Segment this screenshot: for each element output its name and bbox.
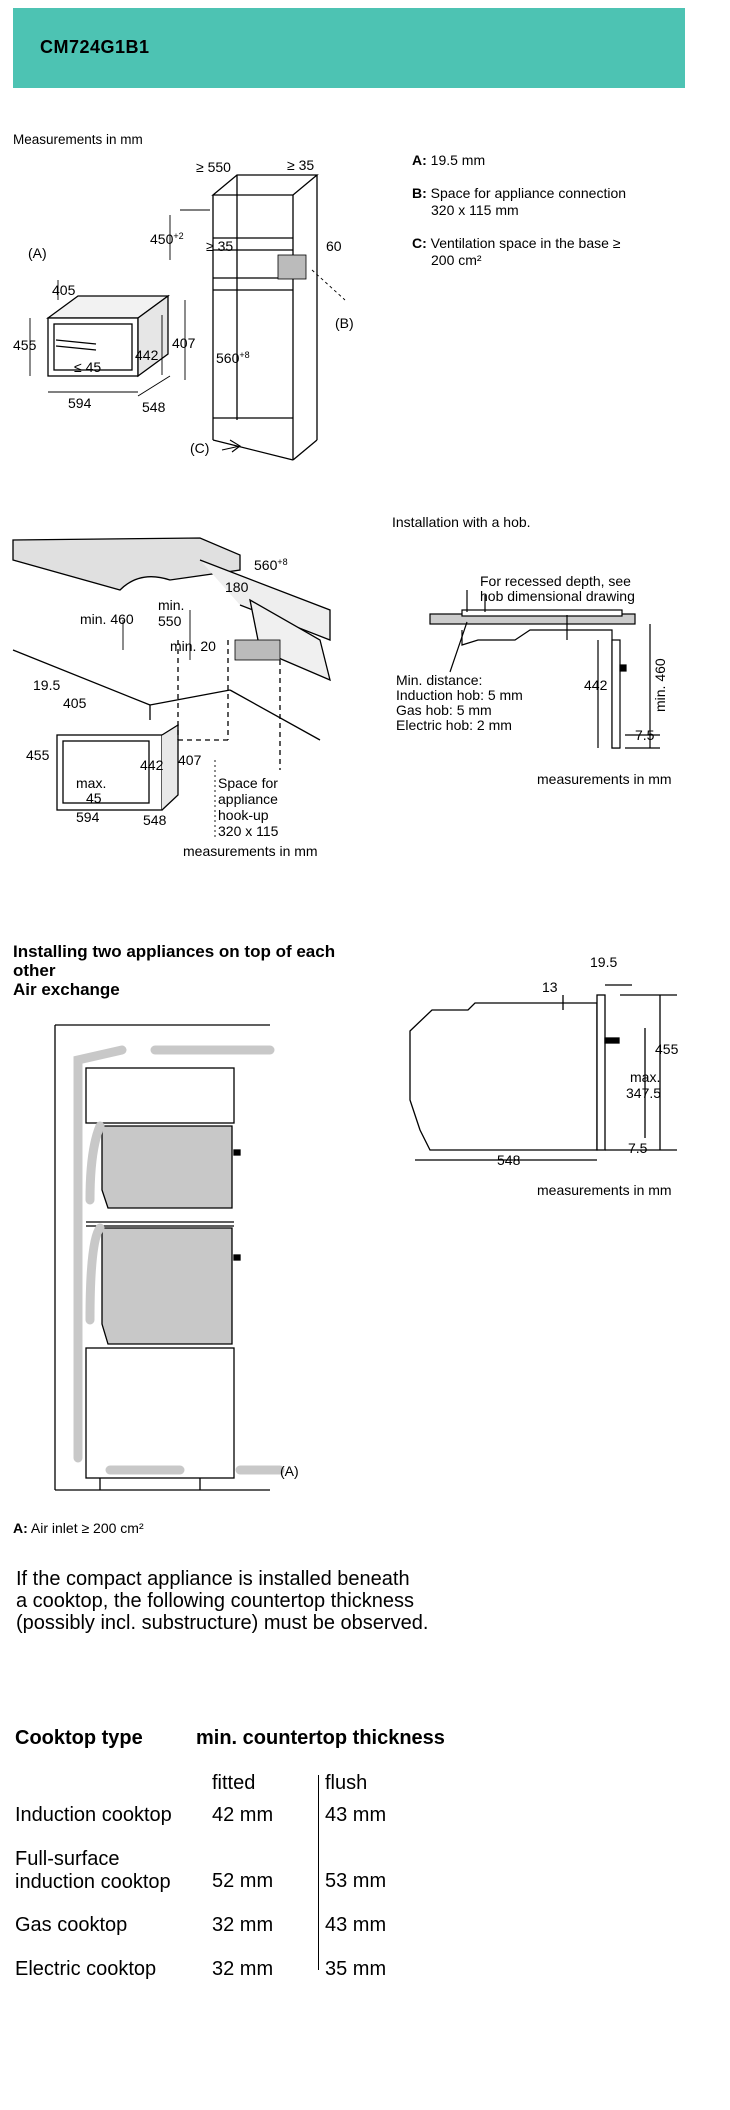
- table-row: Induction cooktop: [15, 1804, 172, 1826]
- table-header-thickness: min. countertop thickness: [196, 1727, 445, 1749]
- air-flow-arrows: [73, 1045, 285, 1475]
- legend-a: A: 19.5 mm: [412, 152, 486, 168]
- cabinet-iso-drawing: [169, 174, 346, 461]
- table-cell-flush: 43 mm: [325, 1804, 387, 1826]
- space-line1: Space for: [218, 775, 278, 791]
- dim2-180: 180: [225, 579, 249, 595]
- dim-ge35a: ≥ 35: [287, 157, 314, 173]
- dim2-455: 455: [26, 747, 50, 763]
- air-inlet-note: A: Air inlet ≥ 200 cm²: [13, 1520, 144, 1536]
- stack-label-a: (A): [280, 1463, 299, 1479]
- legend-c: C: Ventilation space in the base ≥ 200 c…: [412, 235, 621, 268]
- header-banner: [13, 8, 685, 88]
- stack-title3: Air exchange: [13, 980, 120, 999]
- dim-548: 548: [142, 399, 166, 415]
- install-paragraph: If the compact appliance is installed be…: [16, 1568, 429, 1634]
- table-header-type: Cooktop type: [15, 1727, 143, 1749]
- dim2-442: 442: [140, 757, 164, 773]
- table-sub-flush: flush: [325, 1772, 368, 1794]
- side-75: 7.5: [628, 1140, 648, 1156]
- dim-405: 405: [52, 282, 76, 298]
- table-cell-fitted: 32 mm: [212, 1914, 274, 1936]
- page-title: CM724G1B1: [40, 37, 150, 57]
- side-195: 19.5: [590, 954, 617, 970]
- table-sub-fitted: fitted: [212, 1772, 256, 1794]
- dim2-min550a: min.: [158, 597, 184, 613]
- dim-407: 407: [172, 335, 196, 351]
- min-distance: Min. distance:: [396, 672, 482, 688]
- table-cell-fitted: 52 mm: [212, 1870, 274, 1892]
- dim2-min20: min. 20: [170, 638, 216, 654]
- hob-note: Installation with a hob.: [392, 514, 531, 530]
- hob-75: 7.5: [635, 727, 655, 743]
- stack-title1: Installing two appliances on top of each: [13, 942, 336, 961]
- measure-left: measurements in mm: [183, 843, 318, 859]
- side-section-drawing: [409, 984, 677, 1161]
- induction-hob: Induction hob: 5 mm: [396, 687, 523, 703]
- legend-b: B: Space for appliance connection 320 x …: [412, 185, 627, 218]
- dim-455: 455: [13, 337, 37, 353]
- measure-right: measurements in mm: [537, 771, 672, 787]
- dim-442: 442: [135, 347, 159, 363]
- side-13: 13: [542, 979, 558, 995]
- dim2-548: 548: [143, 812, 167, 828]
- dim-le45: ≤ 45: [74, 359, 101, 375]
- measurements-note: Measurements in mm: [13, 132, 143, 147]
- electric-hob: Electric hob: 2 mm: [396, 717, 512, 733]
- table-cell-flush: 43 mm: [325, 1914, 387, 1936]
- table-cell-flush: 53 mm: [325, 1870, 387, 1892]
- dim-ge550: ≥ 550: [196, 159, 231, 175]
- side-max: max.: [630, 1069, 660, 1085]
- dim2-407: 407: [178, 752, 202, 768]
- stacked-appliances-drawing: [54, 1024, 270, 1491]
- table-cell-fitted: 42 mm: [212, 1804, 274, 1826]
- space-line2: appliance: [218, 791, 278, 807]
- dim2-max: max.: [76, 775, 106, 791]
- table-row: Gas cooktop: [15, 1914, 128, 1936]
- appliance-iso-drawing: [29, 280, 186, 397]
- hob-section-drawing: [429, 590, 660, 749]
- dim2-min460: min. 460: [80, 611, 134, 627]
- stack-title2: other: [13, 961, 56, 980]
- dim-label-a: (A): [28, 245, 47, 261]
- dim2-min550b: 550: [158, 613, 182, 629]
- side-measure: measurements in mm: [537, 1182, 672, 1198]
- table-cell-flush: 35 mm: [325, 1958, 387, 1980]
- dim-label-b: (B): [335, 315, 354, 331]
- dim-60: 60: [326, 238, 342, 254]
- gas-hob: Gas hob: 5 mm: [396, 702, 492, 718]
- dim-label-c: (C): [190, 440, 209, 456]
- dim-450: 450+2: [150, 231, 184, 247]
- countertop-iso-drawing: [12, 537, 331, 840]
- hob-min460: min. 460: [652, 658, 668, 712]
- recess-note1: For recessed depth, see: [480, 573, 631, 589]
- space-line4: 320 x 115: [218, 823, 279, 839]
- table-row: Electric cooktop: [15, 1958, 157, 1980]
- space-line3: hook-up: [218, 807, 269, 823]
- side-548: 548: [497, 1152, 521, 1168]
- dim-ge35b: ≥ 35: [206, 238, 233, 254]
- dim-560: 560+8: [216, 350, 250, 366]
- dim2-45: 45: [86, 790, 102, 806]
- side-3475: 347.5: [626, 1085, 661, 1101]
- dim2-560: 560+8: [254, 557, 288, 573]
- recess-note2: hob dimensional drawing: [480, 588, 635, 604]
- table-cell-fitted: 32 mm: [212, 1958, 274, 1980]
- table-divider: [318, 1775, 319, 1970]
- dim-594: 594: [68, 395, 92, 411]
- dim2-594: 594: [76, 809, 100, 825]
- dim2-195: 19.5: [33, 677, 60, 693]
- dim2-405: 405: [63, 695, 87, 711]
- hob-442: 442: [584, 677, 608, 693]
- side-455: 455: [655, 1041, 679, 1057]
